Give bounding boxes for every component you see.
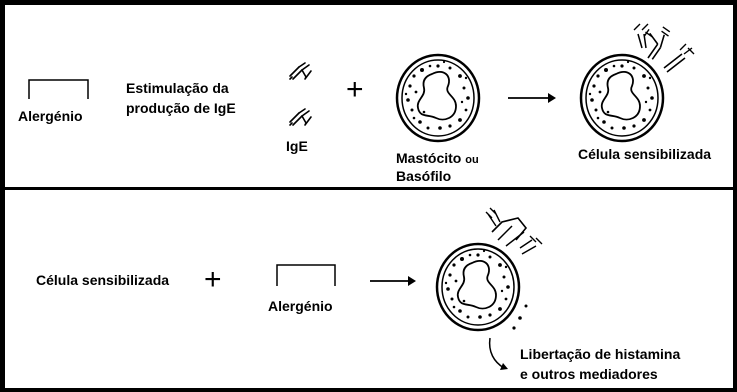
allergen-bracket-icon [276, 264, 336, 286]
sensitized-cell-label-bottom: Célula sensibilizada [36, 272, 170, 288]
allergen-label-bottom: Alergénio [268, 298, 333, 314]
allergen-bracket-icon [28, 79, 89, 99]
arrow-right-icon [370, 276, 416, 286]
stimulation-label-line1: Estimulação da [126, 80, 229, 96]
release-label-line2: e outros mediadores [520, 366, 658, 382]
ige-antibody-icon [289, 108, 312, 126]
release-label-line1: Libertação de histamina [520, 346, 681, 362]
arrow-right-icon [508, 93, 556, 103]
mast-cell-label: Mastócito ou [396, 150, 479, 166]
curved-arrow-icon [488, 337, 508, 370]
mast-cell-icon [395, 53, 481, 143]
sensitized-cell-label: Célula sensibilizada [578, 146, 712, 162]
stimulation-label-line2: produção de IgE [126, 100, 236, 116]
degranulating-cell-icon [435, 207, 543, 332]
ige-label: IgE [286, 138, 308, 154]
basophil-label: Basófilo [396, 168, 452, 184]
allergen-label: Alergénio [18, 108, 83, 124]
ige-antibody-icon [289, 62, 312, 80]
plus-sign: + [346, 73, 364, 106]
plus-sign-bottom: + [204, 263, 222, 296]
section-divider [5, 187, 733, 190]
sensitized-cell-icon [579, 23, 695, 143]
